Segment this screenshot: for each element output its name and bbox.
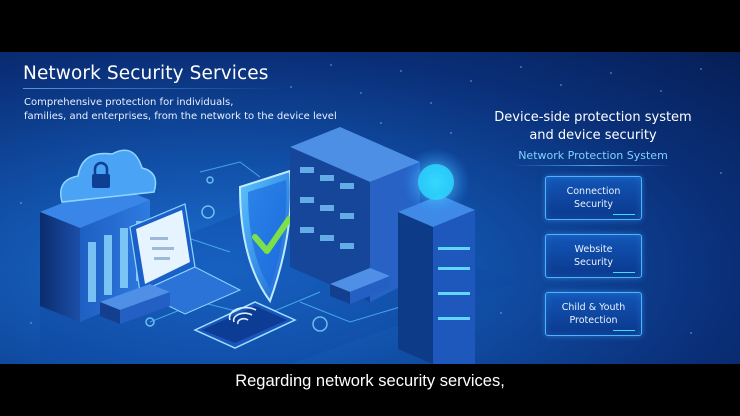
server-tower-right xyxy=(398,148,475,364)
connection-security-label: Connection Security xyxy=(566,186,621,210)
page-subtitle: Comprehensive protection for individuals… xyxy=(24,96,344,124)
network-switch-left xyxy=(100,284,170,324)
subtitle-line-2: families, and enterprises, from the netw… xyxy=(24,111,337,122)
title-underline xyxy=(23,88,283,89)
panel-heading-line-2: and device security xyxy=(529,128,657,143)
connection-security-button[interactable]: Connection Security xyxy=(545,176,642,220)
cloud-lock-icon xyxy=(60,149,157,203)
video-subtitle-caption: Regarding network security services, xyxy=(235,372,505,390)
slide: Network Security Services Comprehensive … xyxy=(0,52,740,364)
page-title: Network Security Services xyxy=(23,63,269,84)
background-particles xyxy=(20,64,722,334)
network-security-illustration xyxy=(40,127,520,364)
panel-subheading-underline xyxy=(513,165,673,166)
panel-heading-line-1: Device-side protection system xyxy=(494,110,692,125)
website-security-button[interactable]: Website Security xyxy=(545,234,642,278)
subtitle-line-1: Comprehensive protection for individuals… xyxy=(24,97,234,108)
child-youth-protection-label: Child & Youth Protection xyxy=(561,302,626,326)
child-youth-protection-button[interactable]: Child & Youth Protection xyxy=(545,292,642,336)
smartphone-wifi-icon xyxy=(193,301,297,349)
network-switch-right xyxy=(330,268,390,304)
panel-subheading: Network Protection System xyxy=(518,149,668,162)
panel-heading: Device-side protection system and device… xyxy=(478,109,708,145)
shield-check-icon xyxy=(238,169,292,304)
letterbox-bottom xyxy=(0,364,740,416)
letterbox-top xyxy=(0,0,740,52)
website-security-label: Website Security xyxy=(573,244,613,268)
circuit-nodes xyxy=(145,176,328,332)
